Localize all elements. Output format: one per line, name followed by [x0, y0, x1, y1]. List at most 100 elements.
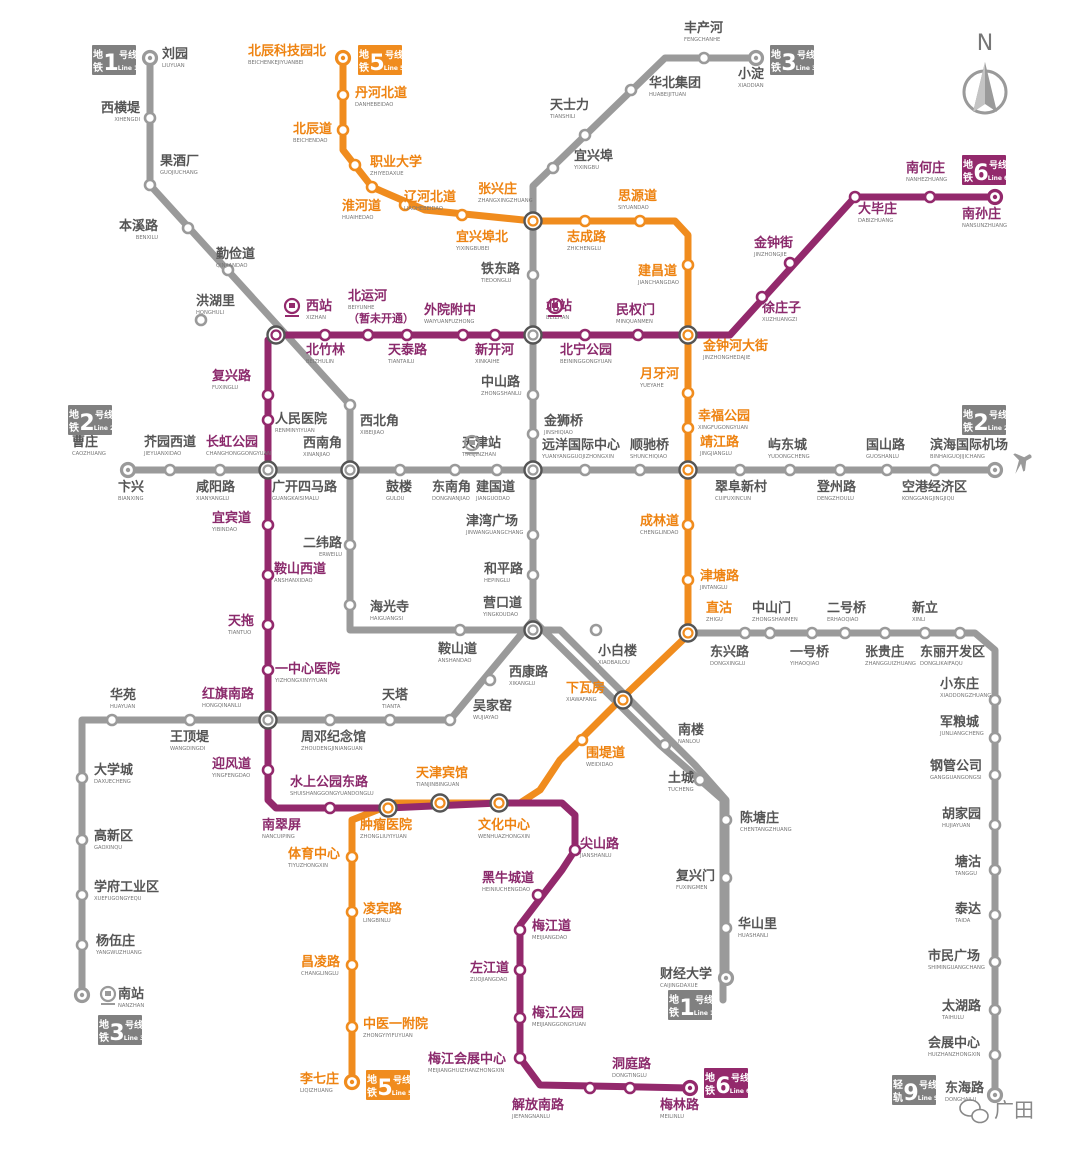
station-meilinlu[interactable]: 梅林路MEILINLU	[660, 1097, 700, 1120]
station-donglikaifaqu[interactable]: 东丽开发区DONGLIKAIFAQU	[920, 644, 985, 667]
station-xinli[interactable]: 新立XINLI	[912, 600, 938, 623]
station-beichendao[interactable]: 北辰道BEICHENDAO	[293, 121, 332, 144]
station-linbinlu[interactable]: 凌宾路LINGBINLU	[363, 901, 403, 924]
station-tiedonglu[interactable]: 铁东路TIEDONGLU	[480, 261, 521, 284]
station-haiguangsi[interactable]: 海光寺HAIGUANGSI	[370, 599, 409, 622]
station-meijianggongyuan[interactable]: 梅江公园MEIJIANGGONGYUAN	[532, 1005, 586, 1028]
station-benxilu[interactable]: 本溪路BENXILU	[119, 218, 159, 241]
station-xiaobailou[interactable]: 小白楼XIAOBAILOU	[598, 643, 637, 666]
station-caozhuang[interactable]: 曹庄CAOZHUANG	[72, 434, 106, 457]
station-yuanyangguojizhongxin[interactable]: 远洋国际中心YUANYANGGUOJIZHONGXIN	[541, 437, 620, 460]
station-danhebeidao[interactable]: 丹河北道DANHEBEIDAO	[355, 85, 407, 108]
station-tianshili[interactable]: 天士力TIANSHILI	[549, 97, 589, 120]
station-zhongshanlu[interactable]: 中山路ZHONGSHANLU	[481, 374, 522, 397]
station-taihulu[interactable]: 太湖路TAIHULU	[941, 998, 982, 1021]
station-huaihedao[interactable]: 淮河道HUAIHEDAO	[341, 198, 381, 221]
station-shuishanggongyuandonglu[interactable]: 水上公园东路SHUISHANGGONGYUANDONGLU	[290, 774, 374, 797]
station-xiaodian[interactable]: 小淀XIAODIAN	[738, 66, 765, 89]
station-dengzhoulu[interactable]: 登州路DENGZHOULU	[816, 479, 857, 502]
station-jianshanlu[interactable]: 尖山路JIANSHANLU	[579, 836, 620, 859]
station-tiantuo[interactable]: 天拖TIANTUO	[227, 613, 254, 636]
station-jingjianglu[interactable]: 靖江路JINGJIANGLU	[699, 434, 740, 457]
station-jinwanguangchang[interactable]: 津湾广场JINWANGUANGCHANG	[465, 513, 523, 536]
station-changlinglu[interactable]: 昌凌路CHANGLINGLU	[301, 954, 341, 977]
station-tianjinbinguan[interactable]: 天津宾馆TIANJINBINGUAN	[415, 765, 468, 788]
station-liuyuan[interactable]: 刘园LIUYUAN	[162, 46, 188, 69]
station-jianguodao[interactable]: 建国道JIANGUODAO	[475, 479, 515, 502]
station-huizhanzhongxin[interactable]: 会展中心HUIZHANZHONGXIN	[928, 1035, 981, 1058]
station-wujiayao[interactable]: 吴家窑WUJIAYAO	[473, 698, 512, 721]
station-guoshanlu[interactable]: 国山路GUOSHANLU	[866, 437, 906, 460]
station-yibindao[interactable]: 宜宾道YIBINDAO	[211, 510, 251, 533]
station-dongnanjiao[interactable]: 东南角DONGNANJIAO	[432, 479, 471, 502]
station-xingfugongyuan[interactable]: 幸福公园XINGFUGONGYUAN	[698, 408, 750, 431]
station-beiningongyuan[interactable]: 北宁公园BEININGGONGYUAN	[560, 342, 612, 365]
station-jinshiqiao[interactable]: 金狮桥JINSHIQIAO	[543, 413, 584, 436]
station-erweilu[interactable]: 二纬路ERWEILU	[303, 535, 343, 558]
station-xinanjiao[interactable]: 西南角XINANJIAO	[303, 435, 342, 458]
station-tiyuzhongxin[interactable]: 体育中心TIYUZHONGXIN	[287, 846, 340, 869]
station-guangkaisimalu[interactable]: 广开四马路GUANGKAISIMALU	[272, 479, 338, 502]
station-xianyanglu[interactable]: 咸阳路XIANYANGLU	[196, 479, 236, 502]
station-gaoxinqu[interactable]: 高新区GAOXINQU	[94, 828, 133, 851]
station-wangdingdi[interactable]: 王顶堤WANGDINGDI	[170, 729, 210, 752]
station-jintanglu[interactable]: 津塘路JINTANGLU	[699, 568, 740, 591]
station-binhaiguojijichang[interactable]: 滨海国际机场BINHAIGUOJIJICHANG	[930, 437, 1008, 460]
station-xizhan[interactable]: 西站XIZHAN	[306, 298, 332, 321]
station-yingfengdao[interactable]: 迎风道YINGFENGDAO	[211, 756, 251, 779]
station-beizhan[interactable]: 北站BEIZHAN	[546, 298, 572, 321]
station-qinjiandao[interactable]: 勤俭道QINJIANDAO	[216, 246, 255, 269]
station-yudongcheng[interactable]: 屿东城YUDONGCHENG	[767, 437, 810, 460]
station-honghuli[interactable]: 洪湖里HONGHULI	[196, 293, 235, 316]
station-xuefugongyequ[interactable]: 学府工业区XUEFUGONGYEQU	[94, 879, 159, 902]
station-gangguangongsi[interactable]: 钢管公司GANGGUANGONGSI	[930, 758, 982, 781]
station-erhaoqiao[interactable]: 二号桥ERHAOQIAO	[827, 600, 867, 623]
station-jieyuanxidao[interactable]: 芥园西道JIEYUANXIDAO	[143, 434, 196, 457]
station-dongtinglu[interactable]: 洞庭路DONGTINGLU	[612, 1056, 652, 1079]
station-donghailu[interactable]: 东海路DONGHAILU	[945, 1080, 985, 1103]
station-shizhengguangchang[interactable]: 市民广场SHIMINGUANGCHANG	[928, 948, 985, 971]
station-zhongliuyiyuan[interactable]: 肿瘤医院ZHONGLIUYIYUAN	[360, 817, 412, 840]
station-xiawafang[interactable]: 下瓦房XIAWAFANG	[566, 680, 605, 703]
station-zhigu[interactable]: 直沽ZHIGU	[706, 600, 732, 623]
station-jiefangnanlu[interactable]: 解放南路JIEFANGNANLU	[511, 1097, 565, 1120]
station-nancuiping[interactable]: 南翠屏NANCUIPING	[262, 817, 301, 840]
station-tiantailu[interactable]: 天泰路TIANTAILU	[387, 342, 428, 365]
station-xinkaihe[interactable]: 新开河XINKAIHE	[475, 342, 514, 365]
station-renminyiyuan[interactable]: 人民医院RENMINYIYUAN	[275, 411, 327, 434]
station-heiniuchengdao[interactable]: 黑牛城道HEINIUCHENGDAO	[482, 870, 534, 893]
station-zhangxingzhuang[interactable]: 张兴庄ZHANGXINGZHUANG	[478, 181, 533, 204]
station-yueyahe[interactable]: 月牙河YUEYAHE	[639, 366, 679, 389]
station-yixingbu[interactable]: 宜兴埠YIXINGBU	[573, 148, 613, 171]
station-zhangguizhuang[interactable]: 张贵庄ZHANGGUIZHUANG	[865, 644, 916, 667]
station-changhonggongyuan[interactable]: 长虹公园CHANGHONGGONGYUAN	[206, 434, 271, 457]
station-shunchiqiao[interactable]: 顺驰桥SHUNCHIQIAO	[630, 437, 670, 460]
station-daxuecheng[interactable]: 大学城DAXUECHENG	[94, 762, 133, 785]
station-meijianghuizhanzhongxin[interactable]: 梅江会展中心MEIJIANGHUIZHANZHONGXIN	[428, 1051, 506, 1074]
station-liqizhuang[interactable]: 李七庄LIQIZHUANG	[299, 1071, 339, 1094]
station-nanzhan[interactable]: 南站NANZHAN	[118, 986, 144, 1009]
station-anshanxidao[interactable]: 鞍山西道ANSHANXIDAO	[274, 561, 326, 584]
station-yizhongxinyiyuan[interactable]: 一中心医院YIZHONGXINYIYUAN	[274, 661, 340, 684]
station-siyuandao[interactable]: 思源道SIYUANDAO	[618, 188, 657, 211]
station-bianxing[interactable]: 卞兴BIANXING	[118, 479, 144, 502]
station-zhiyedaxue[interactable]: 职业大学ZHIYEDAXUE	[370, 154, 422, 177]
station-beichenkejiyuanbei[interactable]: 北辰科技园北BEICHENKEJIYUANBEI	[248, 43, 326, 66]
station-xibeijiao[interactable]: 西北角XIBEIJIAO	[360, 413, 399, 436]
station-nanhezhuang[interactable]: 南何庄NANHEZHUANG	[906, 160, 947, 183]
station-xiaodongzhuang[interactable]: 小东庄XIAODONGZHUANG	[940, 676, 991, 699]
station-jinzhongjie[interactable]: 金钟街JINZHONGJIE	[753, 235, 793, 258]
station-yingkoudao[interactable]: 营口道YINGKOUDAO	[482, 595, 522, 618]
station-zuojiangdao[interactable]: 左江道ZUOJIANGDAO	[470, 960, 509, 983]
station-meijiangdao[interactable]: 梅江道MEIJIANGDAO	[532, 918, 571, 941]
station-gulou[interactable]: 鼓楼GULOU	[386, 479, 412, 502]
station-nansunzhuang[interactable]: 南孙庄NANSUNZHUANG	[962, 206, 1007, 229]
station-fuxingmen[interactable]: 复兴门FUXINGMEN	[675, 868, 715, 891]
station-caijingdaxue[interactable]: 财经大学CAIJINGDAXUE	[660, 966, 712, 989]
station-yixingbubei[interactable]: 宜兴埠北YIXINGBUBEI	[455, 229, 508, 252]
station-jinzhonghedajie[interactable]: 金钟河大街JINZHONGHEDAJIE	[702, 338, 768, 361]
station-guojiuchang[interactable]: 果酒厂GUOJIUCHANG	[159, 154, 199, 176]
station-junliangcheng[interactable]: 军粮城JUNLIANGCHENG	[939, 714, 984, 737]
station-xihengdi[interactable]: 西横堤XIHENGDI	[101, 100, 141, 123]
station-zhongyiyifuyuan[interactable]: 中医一附院ZHONGYIYIFUYUAN	[363, 1016, 428, 1039]
